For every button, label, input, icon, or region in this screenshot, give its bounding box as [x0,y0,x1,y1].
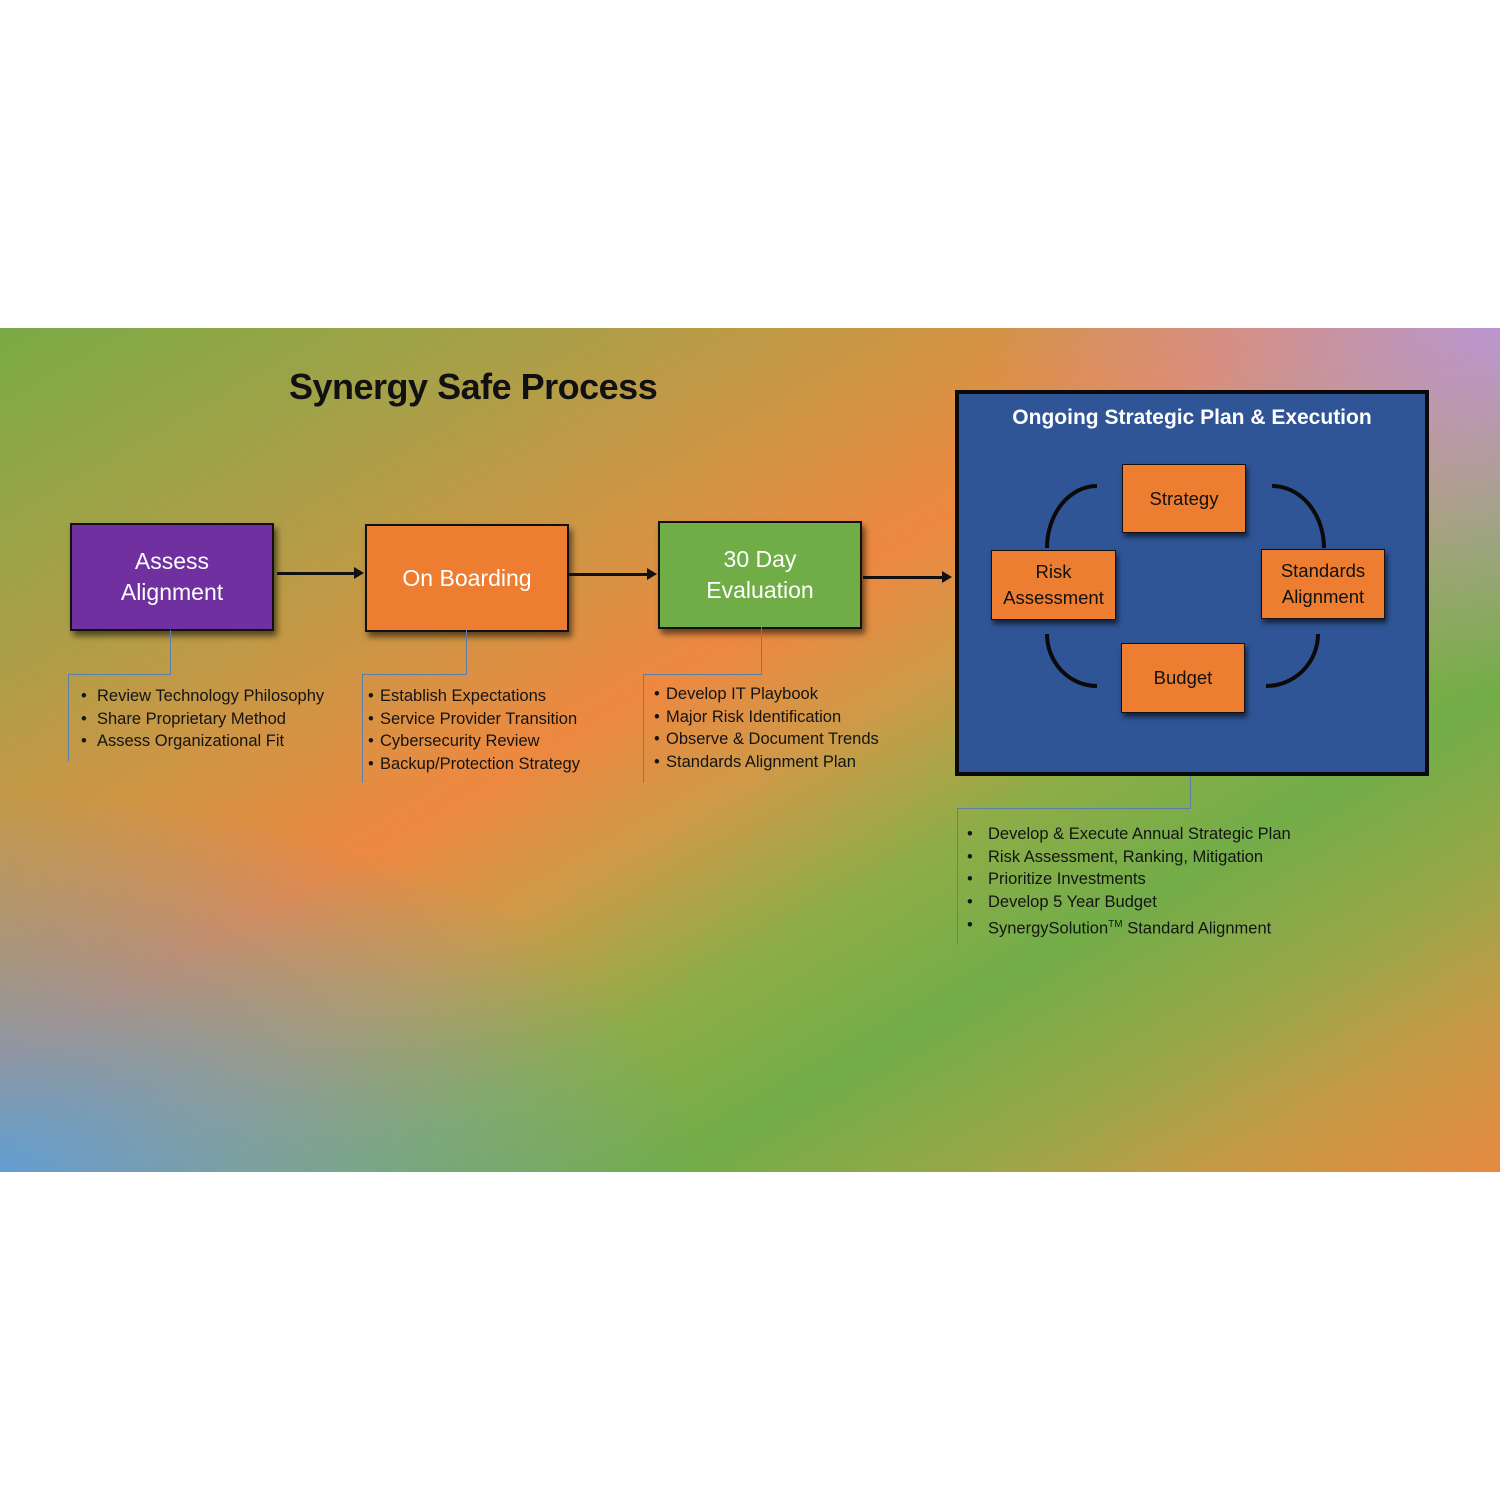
list-item: Service Provider Transition [368,708,580,731]
cycle-arcs [1045,484,1326,688]
arc-top-left [1045,484,1098,549]
list-item: Develop 5 Year Budget [957,891,1291,914]
list-item: Observe & Document Trends [654,728,879,751]
bullet-list-assess: Review Technology Philosophy Share Propr… [75,685,324,753]
list-item: Share Proprietary Method [75,708,324,731]
list-item: Review Technology Philosophy [75,685,324,708]
list-item: Risk Assessment, Ranking, Mitigation [957,846,1291,869]
bullet-list-evaluation: Develop IT Playbook Major Risk Identific… [654,683,879,774]
step-on-boarding: On Boarding [365,524,569,632]
list-item: Establish Expectations [368,685,580,708]
step-label: Assess Alignment [120,548,224,605]
page-title: Synergy Safe Process [289,366,658,407]
cycle-box-risk-assessment: Risk Assessment [991,550,1116,620]
arrow-1 [277,567,364,579]
arc-bottom-right [1265,633,1320,688]
list-item: Prioritize Investments [957,868,1291,891]
connector-step-3 [761,627,763,674]
arc-bottom-left [1045,633,1098,688]
ongoing-title: Ongoing Strategic Plan & Execution [1012,406,1372,429]
connector-step-2-bracket [362,674,467,783]
cycle-box-standards-alignment: Standards Alignment [1261,549,1385,619]
list-item: SynergySolutionTM Standard Alignment [957,914,1291,940]
list-item: Cybersecurity Review [368,730,580,753]
trademark-name: SynergySolution [988,919,1109,938]
cycle-label: Strategy [1149,487,1219,509]
step-assess-alignment: Assess Alignment [70,523,274,631]
cycle-box-strategy: Strategy [1122,464,1246,533]
connector-step-2 [466,630,468,675]
bullet-text: Standard Alignment [1122,919,1272,938]
arrow-2 [569,568,657,580]
cycle-label: Risk Assessment [1003,561,1104,608]
list-item: Assess Organizational Fit [75,730,324,753]
arrow-3 [863,571,952,583]
ongoing-strategic-panel: Ongoing Strategic Plan & Execution Strat… [955,390,1429,776]
connector-step-1-bracket [68,674,171,761]
connector-ongoing [1190,772,1192,809]
arc-top-right [1271,484,1326,549]
list-item: Standards Alignment Plan [654,751,879,774]
connector-step-3-bracket [643,674,762,783]
step-30-day-evaluation: 30 Day Evaluation [658,521,862,629]
bullet-list-ongoing: Develop & Execute Annual Strategic Plan … [957,823,1291,940]
cycle-label: Standards Alignment [1280,560,1366,607]
cycle-label: Budget [1153,667,1213,688]
step-label: 30 Day Evaluation [706,546,814,603]
cycle-box-budget: Budget [1121,643,1245,713]
list-item: Develop & Execute Annual Strategic Plan [957,823,1291,846]
trademark-symbol: TM [1108,918,1123,930]
slide: Synergy Safe Process Assess Alignment On… [0,328,1500,1172]
list-item: Major Risk Identification [654,706,879,729]
step-label: On Boarding [402,564,532,591]
list-item: Backup/Protection Strategy [368,753,580,776]
connector-step-1 [170,630,172,675]
bullet-list-onboarding: Establish Expectations Service Provider … [368,685,580,776]
list-item: Develop IT Playbook [654,683,879,706]
